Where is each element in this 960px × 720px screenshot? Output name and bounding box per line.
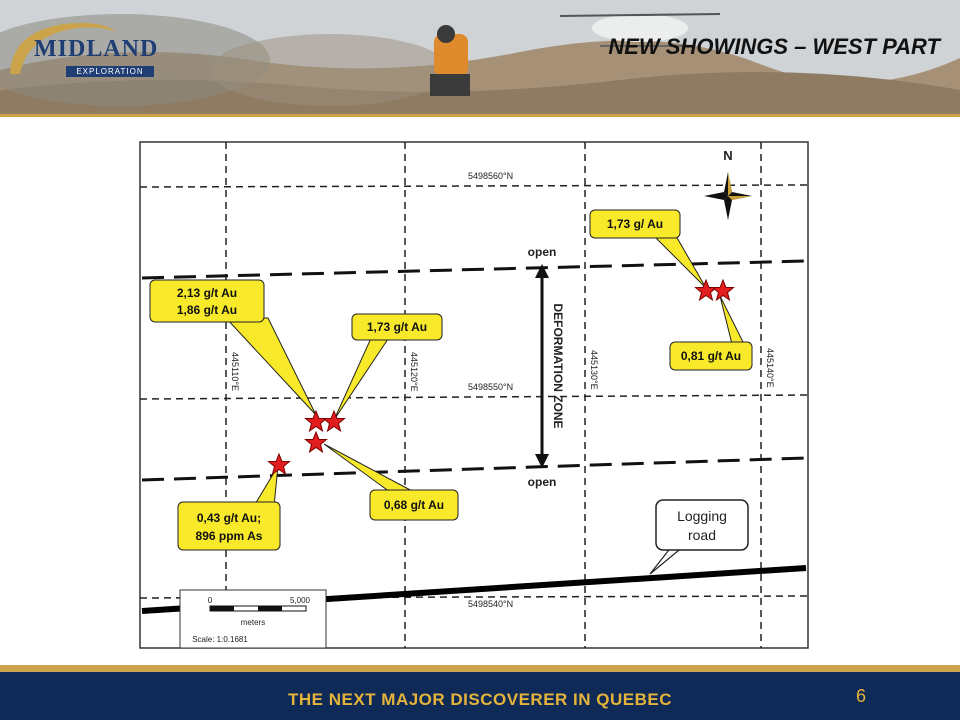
showing-star-icon	[322, 409, 346, 433]
easting-1-label: 445110°E	[230, 352, 240, 391]
midland-logo	[6, 14, 166, 84]
zone-label: DEFORMATION ZONE	[551, 303, 565, 428]
zone-arrow-icon	[535, 264, 549, 468]
callout-2-13-line1: 2,13 g/t Au	[177, 286, 237, 300]
scale-bar	[179, 589, 327, 649]
callout-0-81	[669, 295, 753, 371]
callout-0-43	[177, 465, 281, 551]
callout-2-13-line2: 1,86 g/t Au	[177, 303, 237, 317]
scale-units-label: meters	[241, 618, 265, 627]
callout-0-81-text: 0,81 g/t Au	[681, 349, 741, 363]
header-photo	[0, 0, 960, 116]
footer-tagline: THE NEXT MAJOR DISCOVERER IN QUEBEC	[288, 690, 672, 709]
northing-middle-label: 5498550°N	[468, 382, 513, 392]
footer-bar	[0, 672, 960, 720]
callout-0-43-line1: 0,43 g/t Au;	[197, 511, 261, 525]
slide-title: NEW SHOWINGS – WEST PART	[608, 34, 940, 59]
header-divider	[0, 114, 960, 117]
map-figure: N 5498560°N 5498550°N 5498540°N 445110°E…	[128, 128, 818, 655]
callout-1-73-left-text: 1,73 g/t Au	[367, 320, 427, 334]
road-callout	[649, 499, 749, 575]
road-label-line2: road	[688, 527, 716, 543]
scale-ratio-label: Scale: 1:0.1681	[192, 635, 248, 644]
zone-boundary-south	[141, 456, 807, 482]
northing-top-label: 5498560°N	[468, 171, 513, 181]
logo-subtext: EXPLORATION	[66, 66, 154, 77]
north-label: N	[723, 148, 732, 163]
showing-star-icon	[304, 430, 328, 454]
showing-star-icon	[267, 452, 291, 476]
callout-1-73-left	[333, 313, 443, 421]
footer-accent	[0, 665, 960, 672]
map-svg: N 5498560°N 5498550°N 5498540°N 445110°E…	[139, 141, 809, 649]
zone-boundary-north	[141, 259, 807, 280]
easting-4-label: 445140°E	[765, 348, 775, 388]
easting-2-label: 445120°E	[409, 352, 419, 392]
header-banner: MIDLAND EXPLORATION NEW SHOWINGS – WEST …	[0, 0, 960, 116]
road-label-line1: Logging	[677, 508, 727, 524]
logo-text: MIDLAND	[34, 36, 159, 62]
logo-swoosh-icon	[10, 23, 116, 74]
callout-1-73-right-text: 1,73 g/ Au	[607, 217, 663, 231]
zone-open-bottom: open	[528, 475, 557, 489]
page-number: 6	[856, 686, 867, 706]
scale-zero-label: 0	[208, 596, 213, 605]
callout-2-13	[149, 279, 317, 416]
zone-open-top: open	[528, 245, 557, 259]
callout-0-68	[323, 443, 459, 521]
showing-star-icon	[711, 278, 735, 302]
callout-0-68-text: 0,68 g/t Au	[384, 498, 444, 512]
scale-max-label: 5,000	[290, 596, 311, 605]
callout-1-73-right	[589, 209, 707, 289]
callout-0-43-line2: 896 ppm As	[196, 529, 263, 543]
north-arrow-icon	[704, 172, 752, 220]
northing-bottom-label: 5498540°N	[468, 599, 513, 609]
easting-3-label: 445130°E	[589, 350, 599, 390]
